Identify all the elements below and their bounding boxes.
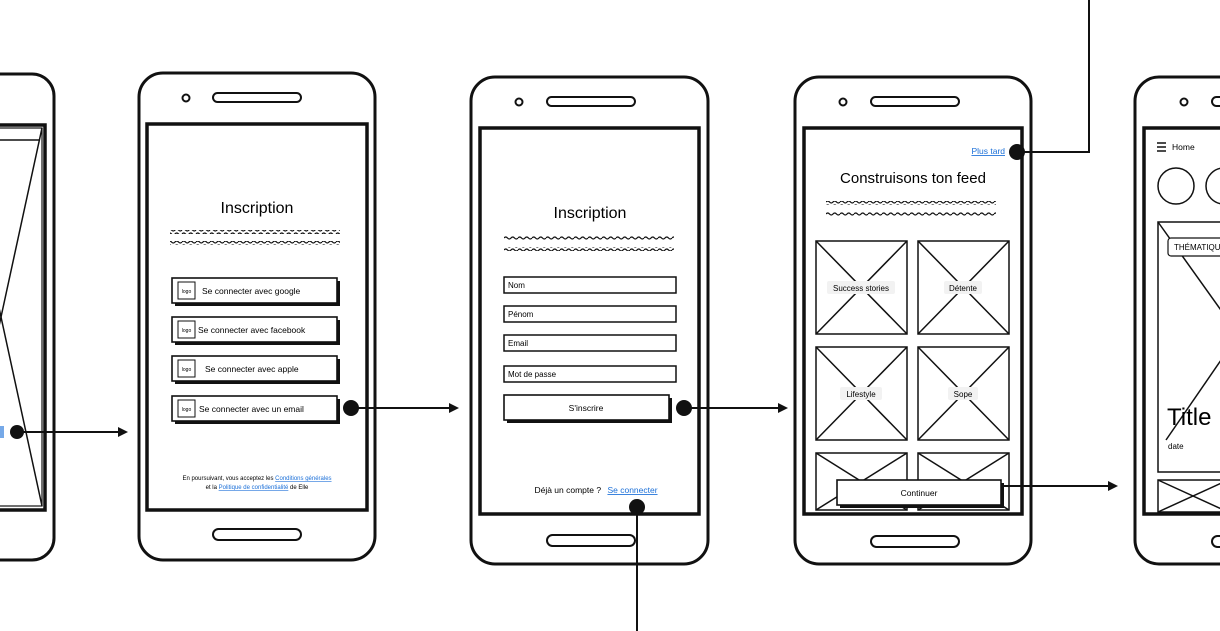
apple-signin-button[interactable]: logo Se connecter avec apple — [171, 355, 340, 384]
partial-link-marker — [0, 426, 4, 438]
continue-button-label: Continuer — [901, 488, 938, 498]
tile-success-stories[interactable]: Success stories — [815, 240, 908, 335]
facebook-logo-placeholder — [177, 320, 196, 339]
screen2-title: Inscription — [554, 205, 627, 222]
hamburger-menu-icon[interactable] — [1157, 142, 1166, 152]
login-prompt-line: Déjà un compte ? Se connecter — [534, 485, 657, 495]
name-field[interactable]: Nom — [503, 276, 677, 294]
logo-label: logo — [182, 407, 192, 413]
story-avatar-2[interactable] — [1205, 167, 1220, 205]
login-link[interactable]: Se connecter — [607, 485, 657, 495]
continue-button[interactable]: Continuer — [836, 479, 1004, 508]
home-menu-label: Home — [1172, 142, 1195, 152]
phone-signup-social: Inscription logo Se connecter avec googl… — [137, 71, 459, 562]
screen1-description-line-2 — [170, 241, 340, 245]
screen3-description-line-1 — [826, 201, 996, 205]
login-prompt: Déjà un compte ? — [534, 485, 601, 495]
tile-sope-label: Sope — [954, 390, 973, 399]
email-signin-label: Se connecter avec un email — [199, 404, 304, 414]
facebook-signin-button[interactable]: logo Se connecter avec facebook — [171, 316, 340, 345]
thematique-badge-label: THÉMATIQUE — [1174, 243, 1220, 252]
tile-success-stories-label: Success stories — [833, 284, 889, 293]
screen1-description-line-1 — [170, 230, 340, 234]
screen2-description-line-2 — [504, 247, 674, 251]
skip-link[interactable]: Plus tard — [971, 146, 1005, 156]
email-field[interactable]: Email — [503, 334, 677, 352]
featured-article-card[interactable]: THÉMATIQUE Title date — [1157, 221, 1220, 473]
logo-label: logo — [182, 289, 192, 295]
email-logo-placeholder — [177, 399, 196, 418]
story-avatar-1[interactable] — [1157, 167, 1195, 205]
article-title: Title — [1167, 404, 1211, 431]
second-article-card-partial — [1157, 479, 1220, 513]
firstname-field-label: Pénom — [508, 310, 534, 319]
logo-label: logo — [182, 367, 192, 373]
privacy-link[interactable]: Politique de confidentialité — [219, 485, 289, 491]
apple-logo-placeholder — [177, 359, 196, 378]
google-signin-label: Se connecter avec google — [202, 286, 301, 296]
logo-label: logo — [182, 328, 192, 334]
password-field-label: Mot de passe — [508, 370, 557, 379]
phone-build-feed: Plus tard Construisons ton feed Success … — [793, 0, 1118, 566]
legal-suffix: de Elle — [290, 485, 309, 491]
signup-submit-label: S'inscrire — [569, 403, 604, 413]
screen3-description-line-2 — [826, 212, 996, 216]
email-field-label: Email — [508, 339, 528, 348]
phone-home-partial: Home THÉMATIQUE Title date — [1133, 75, 1220, 566]
name-field-label: Nom — [508, 281, 525, 290]
tile-detente[interactable]: Détente — [917, 240, 1010, 335]
signup-submit-button[interactable]: S'inscrire — [503, 394, 672, 423]
terms-link[interactable]: Conditions générales — [275, 476, 331, 482]
thematique-badge — [1167, 237, 1220, 257]
phone-signup-form: Inscription Nom Pénom Email Mot de passe… — [469, 75, 788, 631]
tile-detente-label: Détente — [949, 284, 978, 293]
email-signin-button[interactable]: logo Se connecter avec un email — [171, 395, 340, 424]
screen2-description-line-1 — [504, 236, 674, 240]
tile-lifestyle-label: Lifestyle — [846, 390, 876, 399]
screen1-title: Inscription — [221, 200, 294, 217]
tile-lifestyle[interactable]: Lifestyle — [815, 346, 908, 441]
firstname-field[interactable]: Pénom — [503, 305, 677, 323]
legal-prefix: En poursuivant, vous acceptez les — [182, 476, 273, 482]
legal-notice-line-2: et la Politique de confidentialité de El… — [206, 485, 309, 491]
phone-partial-left — [0, 72, 128, 562]
google-signin-button[interactable]: logo Se connecter avec google — [171, 277, 340, 306]
legal-notice-line-1: En poursuivant, vous acceptez les Condit… — [182, 476, 331, 482]
legal-middle: et la — [206, 485, 218, 491]
apple-signin-label: Se connecter avec apple — [205, 364, 299, 374]
google-logo-placeholder — [177, 281, 196, 300]
article-date: date — [1168, 442, 1184, 451]
tile-sope[interactable]: Sope — [917, 346, 1010, 441]
screen3-title: Construisons ton feed — [840, 170, 986, 187]
facebook-signin-label: Se connecter avec facebook — [198, 325, 306, 335]
password-field[interactable]: Mot de passe — [503, 365, 677, 383]
